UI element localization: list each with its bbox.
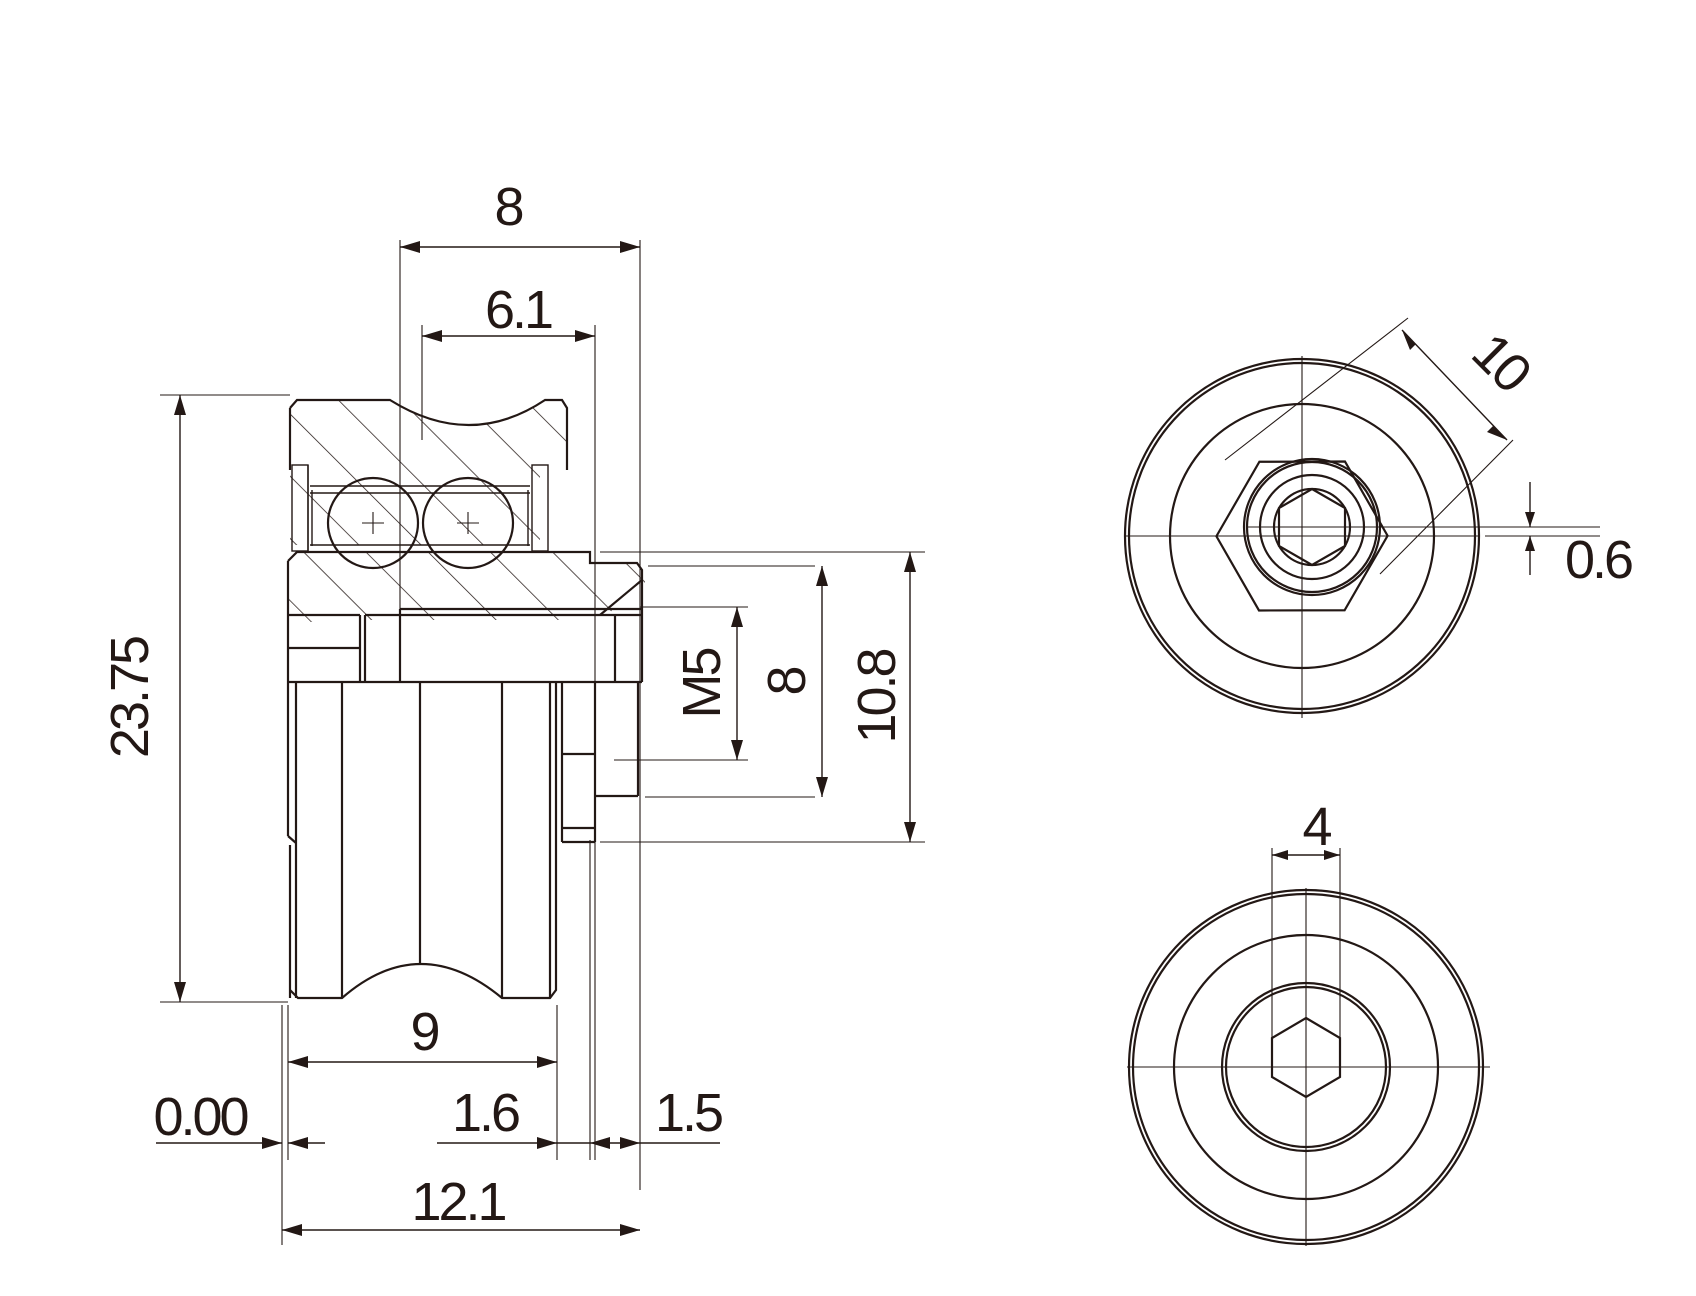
dimension-thread: M5 bbox=[672, 607, 743, 760]
dim-label: 6.1 bbox=[485, 280, 552, 340]
dim-label: 4 bbox=[1302, 797, 1331, 857]
dimension-groove-width: 6.1 bbox=[422, 280, 595, 342]
dimension-eccentricity: 0.6 bbox=[1525, 482, 1635, 590]
dim-label: 8 bbox=[757, 668, 817, 696]
dimension-shaft-diameter: 8 bbox=[757, 566, 828, 797]
dim-label: 12.1 bbox=[411, 1172, 505, 1232]
dimension-overall-width: 12.1 bbox=[282, 1172, 640, 1236]
wheel-lower-outline bbox=[286, 682, 640, 1000]
dimension-wheel-width: 9 bbox=[288, 1002, 557, 1068]
hex-socket-icon bbox=[1277, 487, 1347, 567]
dimension-hex-socket: 4 bbox=[1271, 797, 1341, 1038]
dim-label-gap1: 1.6 bbox=[452, 1083, 519, 1143]
dimension-outer-diameter: 23.75 bbox=[100, 395, 186, 1002]
dimension-flange-diameter: 10.8 bbox=[847, 552, 916, 842]
front-view: 10 0.6 bbox=[1123, 317, 1635, 718]
extension-lines bbox=[160, 240, 925, 1245]
dimension-offset-row: 0.00 1.6 1.5 bbox=[153, 1083, 725, 1149]
dim-label: 10.8 bbox=[847, 649, 907, 743]
dimension-overall-top-width: 8 bbox=[400, 177, 640, 253]
dim-label: 9 bbox=[410, 1002, 438, 1062]
dim-label: 10 bbox=[1460, 322, 1541, 403]
dim-label: M5 bbox=[672, 649, 732, 719]
dim-label-offset: 0.00 bbox=[153, 1087, 247, 1147]
dim-label: 8 bbox=[494, 177, 522, 237]
dim-label: 23.75 bbox=[100, 637, 160, 758]
dim-label-gap2: 1.5 bbox=[655, 1083, 722, 1143]
dim-label: 0.6 bbox=[1565, 530, 1632, 590]
inner-ring-shaft-section bbox=[286, 550, 645, 684]
rear-view: 4 bbox=[1127, 797, 1490, 1246]
section-view: 8 6.1 23.75 M5 8 bbox=[100, 177, 925, 1245]
outer-ring-section bbox=[288, 398, 569, 545]
